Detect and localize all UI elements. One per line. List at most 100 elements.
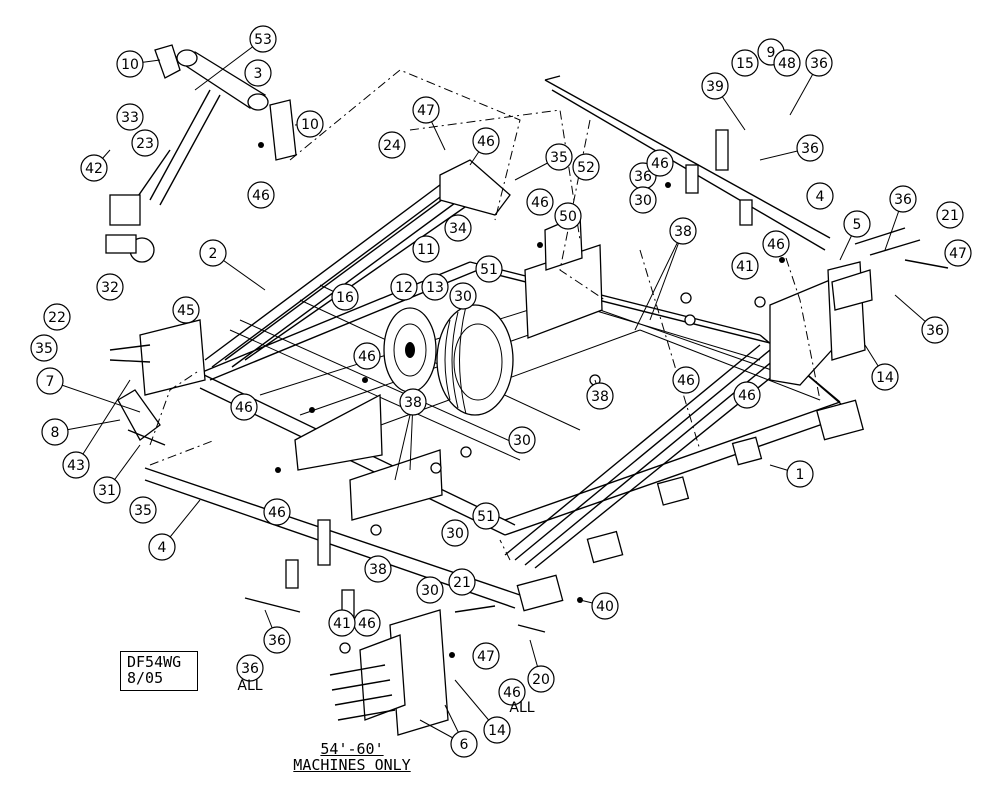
callout-21: 21 [936, 201, 964, 229]
callout-balloon [421, 273, 449, 301]
callout-number: 35 [35, 341, 53, 357]
callout-balloon [244, 59, 272, 87]
wheel-and-tire [383, 304, 514, 416]
callout-number: 41 [333, 616, 351, 632]
callout-balloon [805, 49, 833, 77]
callout-number: 36 [268, 633, 286, 649]
callout-balloon [263, 498, 291, 526]
callout-number: 42 [85, 161, 103, 177]
callout-balloon [131, 129, 159, 157]
callout-number: 43 [67, 458, 85, 474]
callout-30: 30 [449, 282, 477, 310]
callout-number: 52 [577, 160, 595, 176]
callout-number: 38 [369, 562, 387, 578]
callout-number: 33 [121, 110, 139, 126]
callout-41: 41 [731, 252, 759, 280]
callout-32: 32 [96, 273, 124, 301]
callout-balloon [353, 342, 381, 370]
callout-balloon [889, 185, 917, 213]
callout-balloon [483, 716, 511, 744]
callout-53: 53 [249, 25, 277, 53]
callout-number: 53 [254, 32, 272, 48]
callout-46: 46 [353, 609, 381, 637]
callout-50: 50 [554, 202, 582, 230]
callout-balloon [444, 214, 472, 242]
callout-balloon [921, 316, 949, 344]
callout-30: 30 [629, 186, 657, 214]
callout-balloon [331, 283, 359, 311]
callout-10: 10 [116, 50, 144, 78]
callout-balloon [545, 143, 573, 171]
callout-balloon [527, 665, 555, 693]
callout-balloon [586, 382, 614, 410]
callout-balloon [93, 476, 121, 504]
callout-42: 42 [80, 154, 108, 182]
callout-3: 3 [244, 59, 272, 87]
callout-number: 46 [503, 685, 521, 701]
callout-39: 39 [701, 72, 729, 100]
callout-number: 35 [550, 150, 568, 166]
callout-number: 50 [559, 209, 577, 225]
callout-number: 36 [241, 661, 259, 677]
callout-number: 30 [421, 583, 439, 599]
hitch-pole-assembly [105, 44, 297, 263]
callout-number: 21 [941, 208, 959, 224]
callout-balloon [96, 273, 124, 301]
callout-40: 40 [591, 592, 619, 620]
callout-balloon [733, 381, 761, 409]
callout-20: 20 [527, 665, 555, 693]
callout-36: 36 [889, 185, 917, 213]
callout-balloon [731, 49, 759, 77]
callout-38: 38 [586, 382, 614, 410]
callout-47: 47 [412, 96, 440, 124]
leader-lines [49, 38, 936, 745]
callout-number: 20 [532, 672, 550, 688]
center-plates [139, 159, 866, 736]
callout-24: 24 [378, 131, 406, 159]
callout-balloon [390, 273, 418, 301]
callout-number: 4 [158, 540, 167, 556]
callout-36: 36 [263, 626, 291, 654]
callout-number: 47 [477, 649, 495, 665]
callout-number: 1 [796, 467, 805, 483]
drawing-date: 8/05 [127, 669, 164, 687]
callout-6: 6 [450, 730, 478, 758]
callout-46: 46 [263, 498, 291, 526]
callout-14: 14 [483, 716, 511, 744]
callout-balloon [199, 239, 227, 267]
callout-number: 36 [894, 192, 912, 208]
callout-balloon [472, 642, 500, 670]
callout-46: 46 [526, 188, 554, 216]
callout-number: 46 [235, 400, 253, 416]
callout-41: 41 [328, 609, 356, 637]
callout-balloon [36, 367, 64, 395]
callout-balloon [508, 426, 536, 454]
callout-number: 45 [177, 303, 195, 319]
callout-35: 35 [545, 143, 573, 171]
callout-7: 7 [36, 367, 64, 395]
callout-number: 7 [46, 374, 55, 390]
callout-14: 14 [871, 363, 899, 391]
callout-balloon [328, 609, 356, 637]
callout-number: 47 [417, 103, 435, 119]
callout-balloon [116, 50, 144, 78]
callout-balloon [364, 555, 392, 583]
callout-33: 33 [116, 103, 144, 131]
callout-2: 2 [199, 239, 227, 267]
callout-47: 47 [472, 642, 500, 670]
callout-number: 3 [254, 66, 263, 82]
callout-45: 45 [172, 296, 200, 324]
callout-number: 2 [209, 246, 218, 262]
machines-note-line2: MACHINES ONLY [293, 756, 411, 774]
callout-11: 11 [412, 235, 440, 263]
callout-number: 36 [810, 56, 828, 72]
callout-balloon [731, 252, 759, 280]
callout-number: 14 [488, 723, 506, 739]
callout-30: 30 [416, 576, 444, 604]
callout-number: 13 [426, 280, 444, 296]
callout-balloon [806, 182, 834, 210]
callout-balloon [172, 296, 200, 324]
callout-30: 30 [441, 519, 469, 547]
phantom-lines [149, 69, 821, 561]
callout-balloon [43, 303, 71, 331]
